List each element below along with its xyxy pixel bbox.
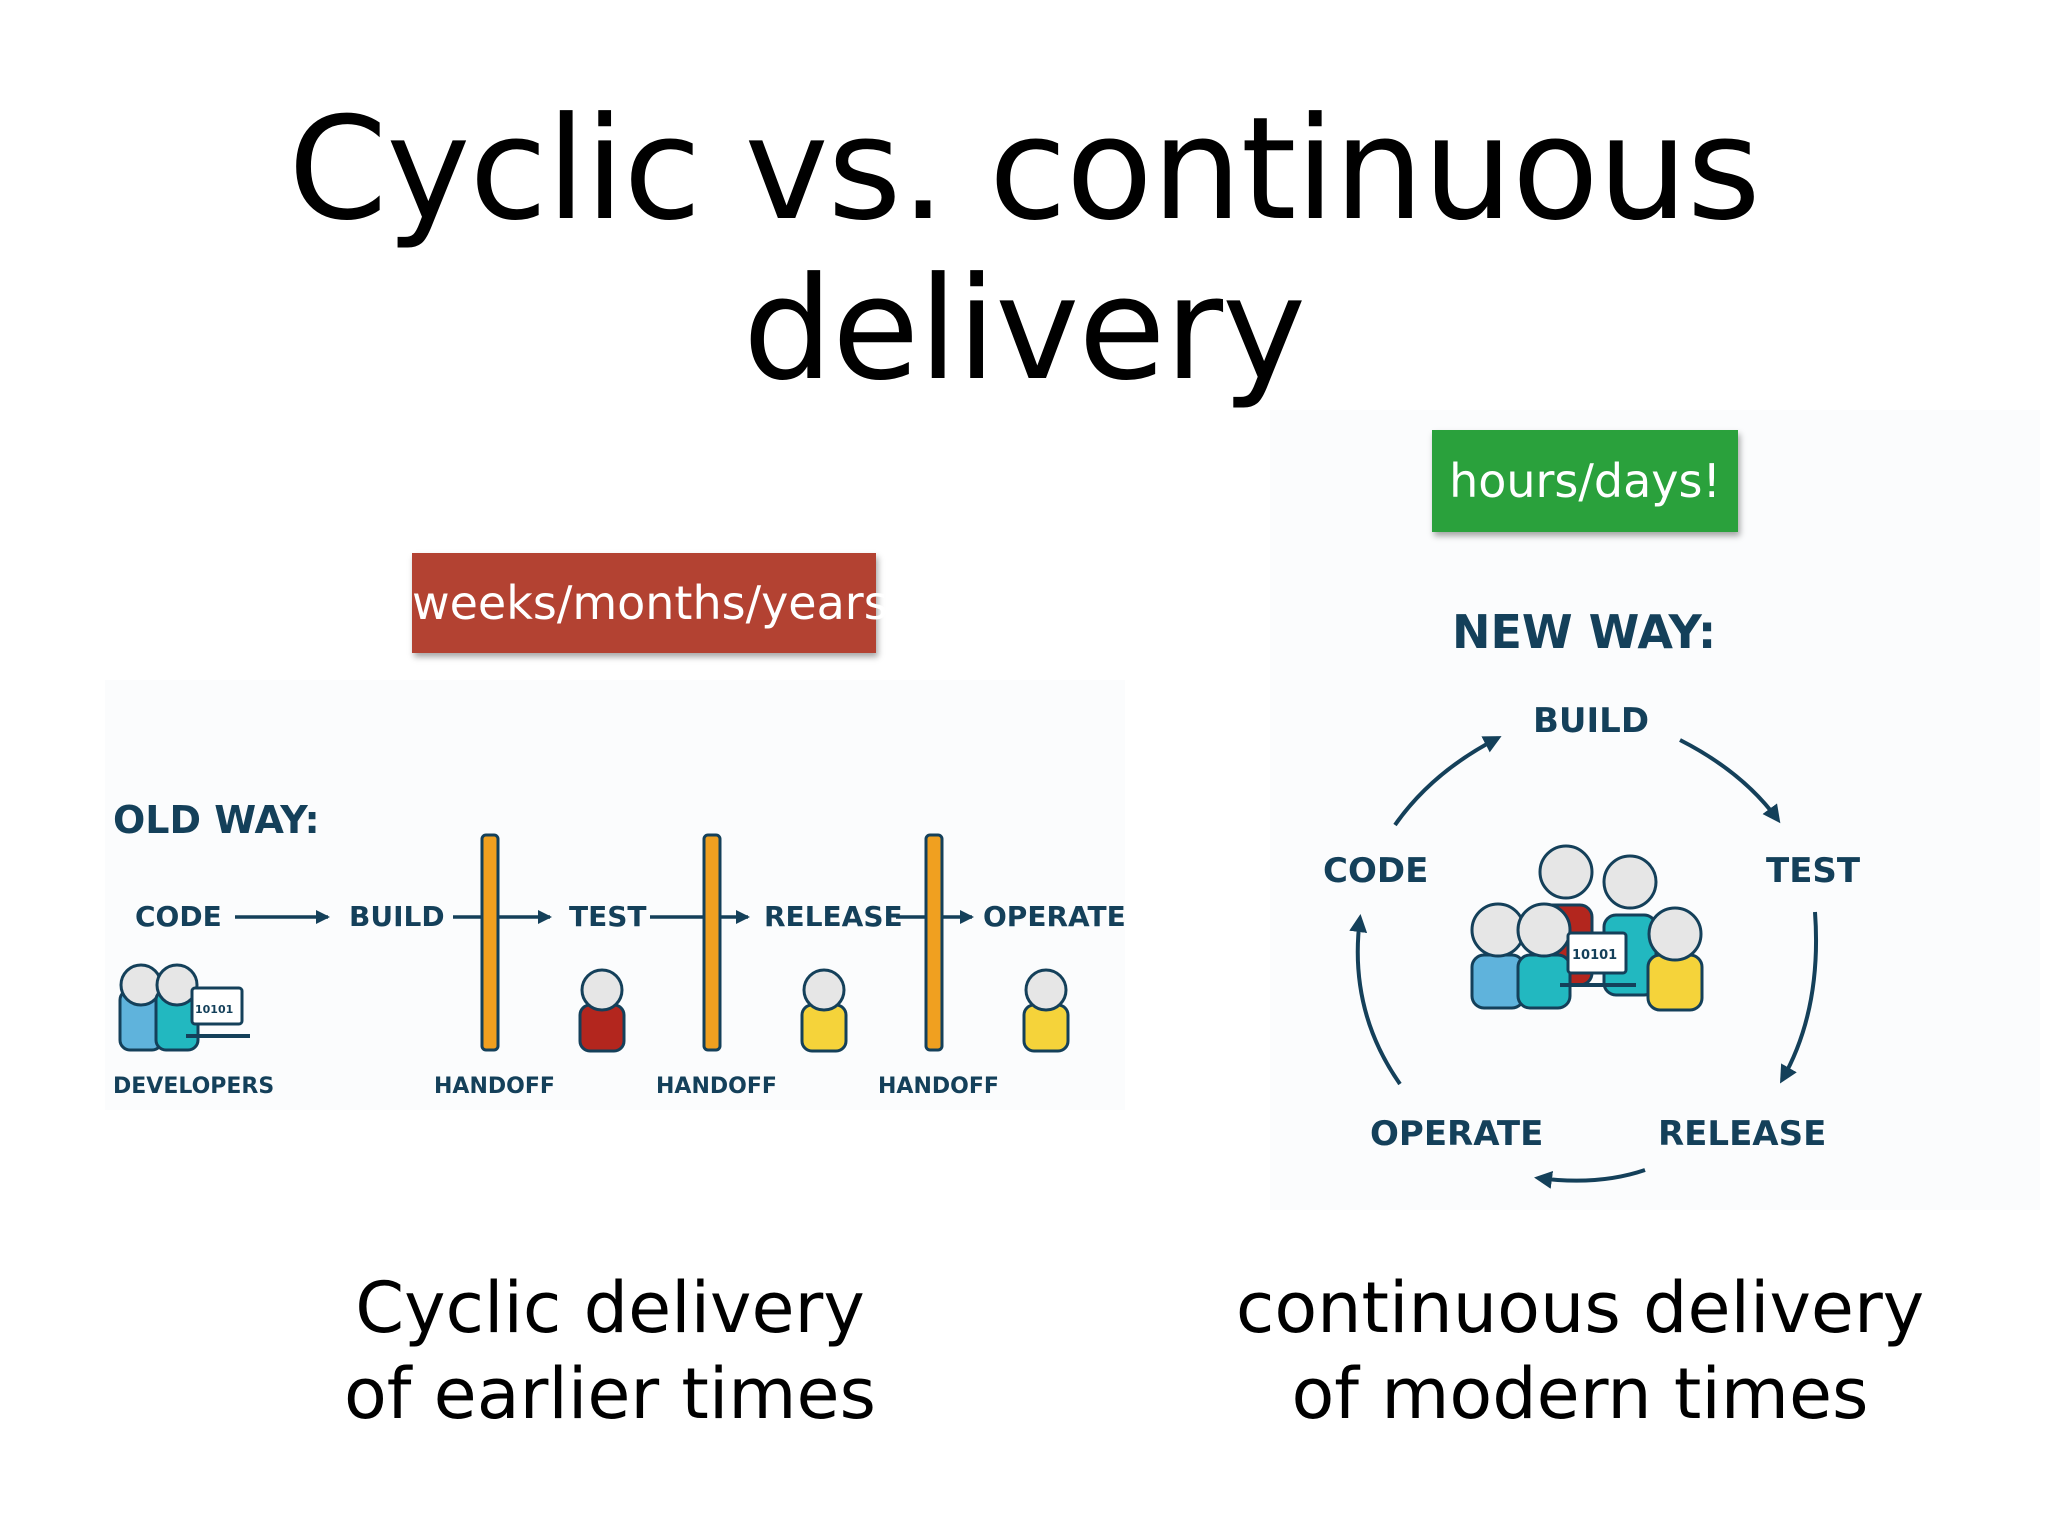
cycle-arrow-test-release [1780, 911, 1819, 1084]
slide-title: Cyclic vs. continuous delivery [0, 90, 2048, 410]
new-screen-text: 10101 [1572, 948, 1617, 963]
handoff-bar-2 [702, 833, 722, 1052]
handoff-bar-3 [924, 833, 944, 1052]
new-stage-release: RELEASE [1658, 1114, 1826, 1154]
left-caption-line2: of earlier times [343, 1353, 877, 1435]
new-duration-tag: hours/days! [1432, 430, 1738, 532]
new-way-heading: NEW WAY: [1452, 605, 1716, 659]
handoff-label-1: HANDOFF [434, 1074, 555, 1099]
old-way-heading: OLD WAY: [113, 798, 320, 842]
new-way-panel-background [1270, 410, 2040, 1210]
cycle-arrow-release-operate [1534, 1168, 1646, 1189]
developers-label: DEVELOPERS [113, 1074, 274, 1099]
cycle-arrow-operate-code [1349, 914, 1402, 1086]
new-stage-code: CODE [1323, 851, 1428, 891]
old-stage-release: RELEASE [764, 900, 903, 933]
handoff-label-2: HANDOFF [656, 1074, 777, 1099]
new-stage-operate: OPERATE [1370, 1114, 1543, 1154]
left-caption: Cyclic delivery of earlier times [300, 1265, 920, 1437]
right-caption-line1: continuous delivery [1235, 1267, 1925, 1349]
tester-person-icon [578, 968, 626, 1053]
handoff-bar-1 [480, 833, 500, 1052]
old-stage-code: CODE [135, 900, 222, 933]
operator-person-icon [1022, 968, 1070, 1053]
old-stage-build: BUILD [349, 900, 445, 933]
old-stage-test: TEST [569, 900, 647, 933]
release-person-icon [800, 968, 848, 1053]
right-caption: continuous delivery of modern times [1230, 1265, 1930, 1437]
new-stage-build: BUILD [1533, 701, 1649, 741]
cycle-arrow-code-build [1393, 736, 1502, 827]
old-duration-tag: weeks/months/years [412, 553, 888, 653]
right-caption-line2: of modern times [1291, 1353, 1869, 1435]
old-stage-operate: OPERATE [983, 900, 1126, 933]
team-icon: 10101 [1470, 844, 1704, 1012]
developers-icon: 10101 [118, 963, 250, 1052]
handoff-label-3: HANDOFF [878, 1074, 999, 1099]
left-caption-line1: Cyclic delivery [355, 1267, 865, 1349]
cycle-arrow-build-test [1679, 738, 1781, 824]
old-screen-text: 10101 [195, 1003, 233, 1016]
slide-title-line2: delivery [742, 247, 1306, 412]
slide-title-line1: Cyclic vs. continuous [288, 87, 1761, 252]
new-stage-test: TEST [1766, 851, 1861, 891]
